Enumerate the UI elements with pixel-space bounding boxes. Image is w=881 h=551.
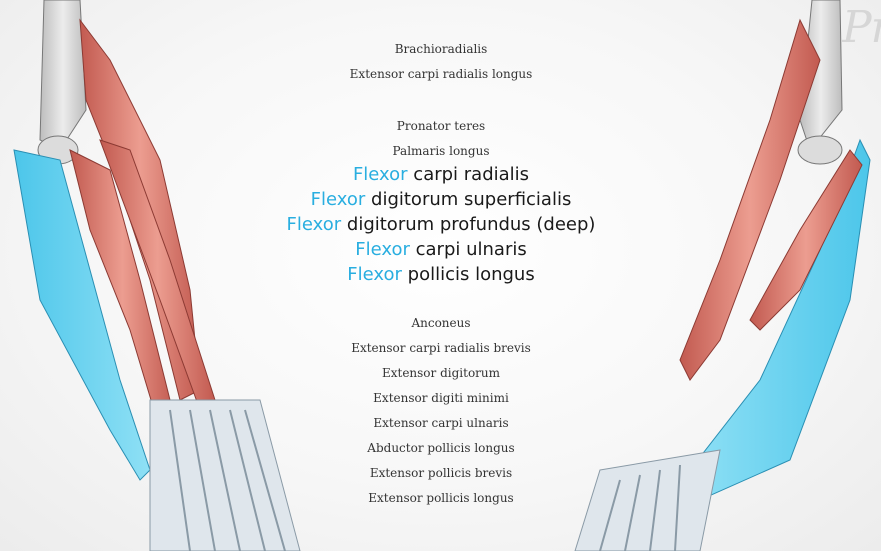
label-extensor-carpi-radialis-brevis: Extensor carpi radialis brevis (351, 341, 531, 355)
flexor-name-rest: pollicis longus (407, 264, 535, 285)
label-flexor-digitorum-superficialis: Flexor digitorum superficialis (241, 188, 641, 212)
muscle-label-list: Brachioradialis Extensor carpi radialis … (241, 0, 641, 551)
extensor-muscle-right-2 (749, 149, 863, 331)
label-flexor-pollicis-longus: Flexor pollicis longus (241, 263, 641, 287)
label-extensor-digitorum: Extensor digitorum (381, 366, 501, 380)
flexor-keyword: Flexor (347, 264, 402, 285)
flexor-highlight-muscle (13, 149, 151, 481)
label-flexor-carpi-ulnaris: Flexor carpi ulnaris (241, 238, 641, 262)
humerus-bone (39, 0, 87, 151)
label-pronator-teres: Pronator teres (396, 119, 486, 133)
label-extensor-digiti-minimi: Extensor digiti minimi (373, 391, 509, 405)
elbow-bone-right (797, 135, 843, 165)
tendon-lines-right (599, 464, 681, 551)
flexor-name-rest: carpi ulnaris (415, 239, 527, 260)
logo-watermark: Pr (842, 2, 881, 53)
flexor-keyword: Flexor (310, 189, 366, 210)
label-flexor-digitorum-profundus: Flexor digitorum profundus (deep) (241, 213, 641, 237)
flexor-name-rest: digitorum profundus (deep) (346, 214, 596, 235)
label-palmaris-longus: Palmaris longus (392, 144, 490, 158)
label-extensor-pollicis-longus: Extensor pollicis longus (368, 491, 514, 505)
label-extensor-carpi-ulnaris: Extensor carpi ulnaris (373, 416, 509, 430)
flexor-keyword: Flexor (355, 239, 410, 260)
flexor-name-rest: digitorum superficialis (371, 189, 572, 210)
label-abductor-pollicis-longus: Abductor pollicis longus (367, 441, 515, 455)
wrist-tendons (149, 399, 301, 551)
label-anconeus: Anconeus (411, 316, 471, 330)
flexor-keyword: Flexor (352, 164, 408, 185)
wrist-tendons-right (574, 449, 721, 551)
label-flexor-carpi-radialis: Flexor carpi radialis (241, 163, 641, 187)
tendon-lines (169, 409, 286, 551)
label-brachioradialis: Brachioradialis (394, 42, 488, 56)
label-extensor-carpi-radialis-longus: Extensor carpi radialis longus (349, 67, 533, 81)
extensor-muscle-right (679, 18, 821, 381)
flexor-keyword: Flexor (286, 214, 342, 235)
flexor-name-rest: carpi radialis (413, 164, 530, 185)
label-extensor-pollicis-brevis: Extensor pollicis brevis (369, 466, 513, 480)
